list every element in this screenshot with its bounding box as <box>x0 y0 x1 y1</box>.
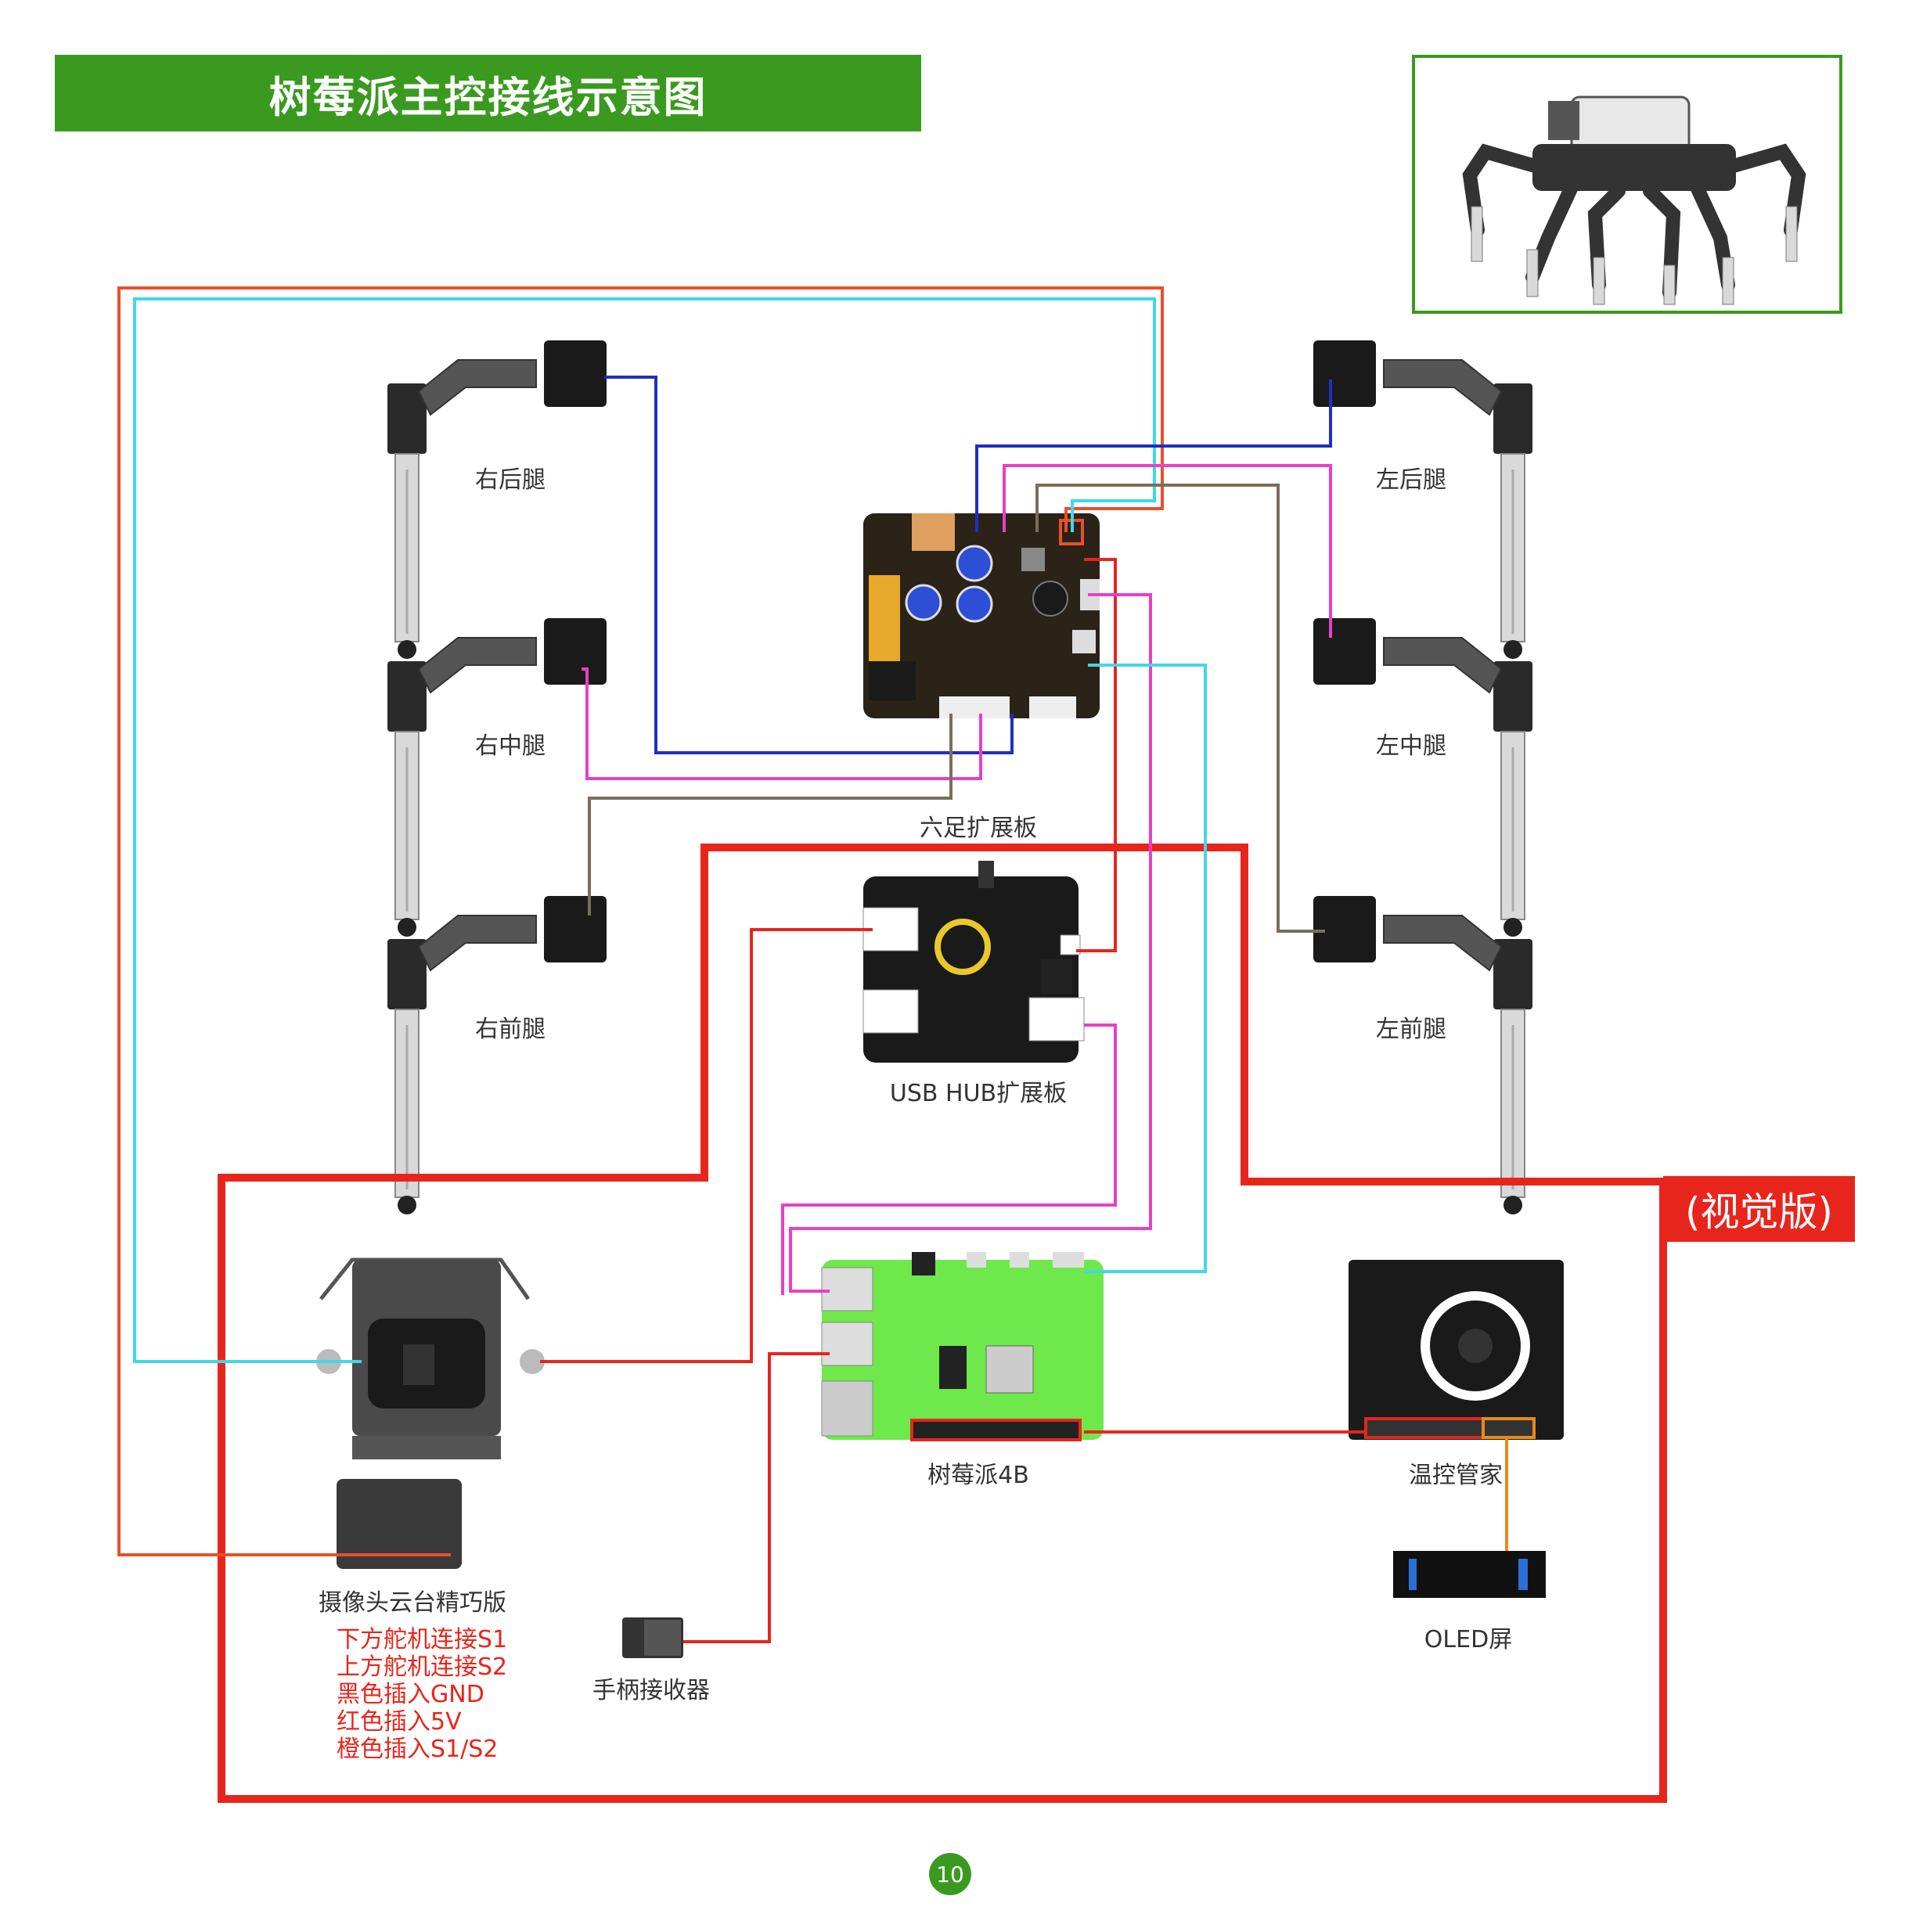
page-title: 树莓派主控接线示意图 <box>268 72 708 122</box>
note-line: 上方舵机连接S2 <box>337 1653 508 1681</box>
camera-gimbal <box>316 1257 545 1569</box>
label-raspberry-pi: 树莓派4B <box>927 1462 1029 1489</box>
wire-board-to-pi-serial <box>1084 664 1207 1273</box>
vision-frame <box>218 844 1667 1803</box>
label-usb-hub: USB HUB扩展板 <box>889 1080 1068 1107</box>
right-back-leg <box>386 339 608 660</box>
left-mid-leg <box>1313 618 1532 937</box>
wire-right-front-leg <box>588 714 952 916</box>
wire-left-front-leg <box>1035 484 1325 933</box>
page-number: 10 <box>929 1853 971 1895</box>
hexapod-expansion-board <box>863 513 1100 718</box>
wire-gamepad-to-pi <box>683 1352 830 1643</box>
label-gamepad-receiver: 手柄接收器 <box>592 1677 710 1704</box>
wire-board-to-pi-usb <box>789 593 1152 1293</box>
raspberry-pi-board <box>821 1252 1104 1441</box>
wire-usb-hub-to-pi <box>781 1024 1117 1295</box>
right-front-leg <box>386 894 608 1216</box>
note-line: 黑色插入GND <box>337 1681 484 1708</box>
note-line: 橙色插入S1/S2 <box>337 1736 499 1763</box>
label-right-front-leg: 右前腿 <box>475 1016 546 1043</box>
label-oled: OLED屏 <box>1424 1626 1513 1653</box>
label-temp-manager: 温控管家 <box>1409 1462 1503 1489</box>
wire-left-back-leg <box>975 380 1332 532</box>
wire-camera-upper-servo <box>133 297 1156 1363</box>
title-banner: 树莓派主控接线示意图 <box>55 55 921 131</box>
label-right-back-leg: 右后腿 <box>475 466 546 494</box>
hexapod-robot-illustration <box>1462 95 1806 305</box>
wire-right-back-leg <box>604 376 1014 754</box>
label-camera-gimbal: 摄像头云台精巧版 <box>319 1589 506 1617</box>
label-left-back-leg: 左后腿 <box>1376 466 1446 494</box>
label-left-mid-leg: 左中腿 <box>1376 732 1446 760</box>
label-right-mid-leg: 右中腿 <box>475 732 546 760</box>
wire-right-mid-leg <box>582 667 982 780</box>
temp-manager-board <box>1349 1260 1564 1440</box>
note-line: 下方舵机连接S1 <box>337 1626 508 1653</box>
label-hexapod-board: 六足扩展板 <box>920 815 1037 842</box>
wire-camera-to-usb-hub <box>540 928 873 1363</box>
wire-left-mid-leg <box>1003 464 1332 638</box>
left-front-leg <box>1313 896 1532 1214</box>
wire-camera-lower-servo <box>117 286 1164 1556</box>
oled-screen <box>1393 1551 1546 1598</box>
left-back-leg <box>1313 340 1532 659</box>
gamepad-receiver <box>622 1617 683 1658</box>
camera-wiring-notes: 下方舵机连接S1 上方舵机连接S2 黑色插入GND 红色插入5V 橙色插入S1/… <box>337 1626 507 1763</box>
vision-edition-tag: (视觉版) <box>1663 1176 1855 1242</box>
right-mid-leg <box>386 617 608 938</box>
label-left-front-leg: 左前腿 <box>1376 1016 1446 1043</box>
note-line: 红色插入5V <box>337 1708 462 1736</box>
robot-preview-frame <box>1412 55 1842 314</box>
wire-board-to-usb-hub <box>1076 558 1117 952</box>
usb-hub-board <box>862 861 1085 1063</box>
